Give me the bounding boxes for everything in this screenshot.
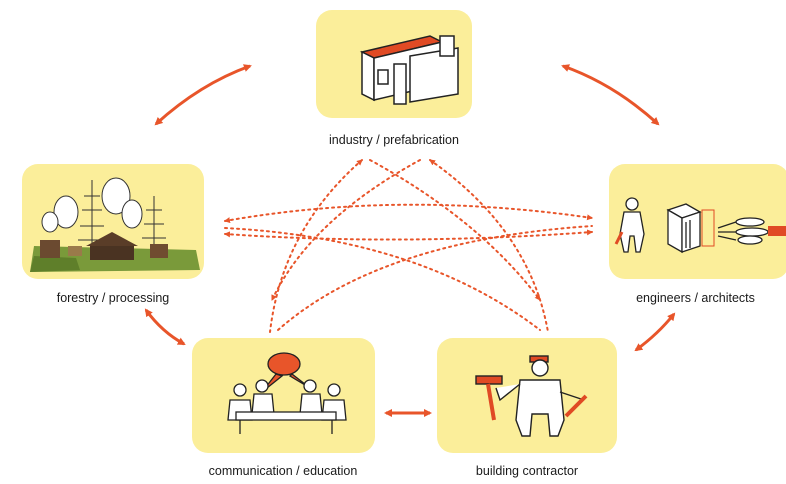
node-contractor-label: building contractor	[475, 464, 579, 478]
builder-with-hammer-icon	[475, 355, 588, 437]
dotted-arrow-industry-communication	[269, 159, 363, 333]
arrow-industry-engineers	[561, 64, 660, 126]
dotted-arrow-forestry-engineers-bottom	[224, 229, 593, 241]
arrow-contractor-engineers	[634, 312, 676, 352]
prefab-panels-icon	[359, 35, 459, 105]
engineer-with-building-model-icon	[614, 197, 786, 254]
meeting-table-speech-bubble-icon	[227, 352, 347, 434]
node-industry-label: industry / prefabrication	[329, 133, 459, 147]
node-engineers-label: engineers / architects	[636, 291, 755, 305]
node-forestry-label: forestry / processing	[56, 291, 170, 305]
arrow-forestry-communication	[144, 308, 186, 346]
dotted-arrow-forestry-contractor	[224, 227, 541, 331]
node-communication-label: communication / education	[208, 464, 358, 478]
dotted-arrow-communication-engineers	[277, 225, 593, 331]
dotted-arrow-industry-contractor	[429, 159, 549, 333]
dotted-arrow-communication-contractor-cross	[369, 159, 541, 301]
arrow-forestry-industry	[154, 64, 252, 126]
dotted-arrow-contractor-industry-cross	[271, 159, 421, 301]
forest-and-house-icon	[30, 177, 200, 272]
dotted-arrow-forestry-engineers-top	[224, 203, 593, 224]
